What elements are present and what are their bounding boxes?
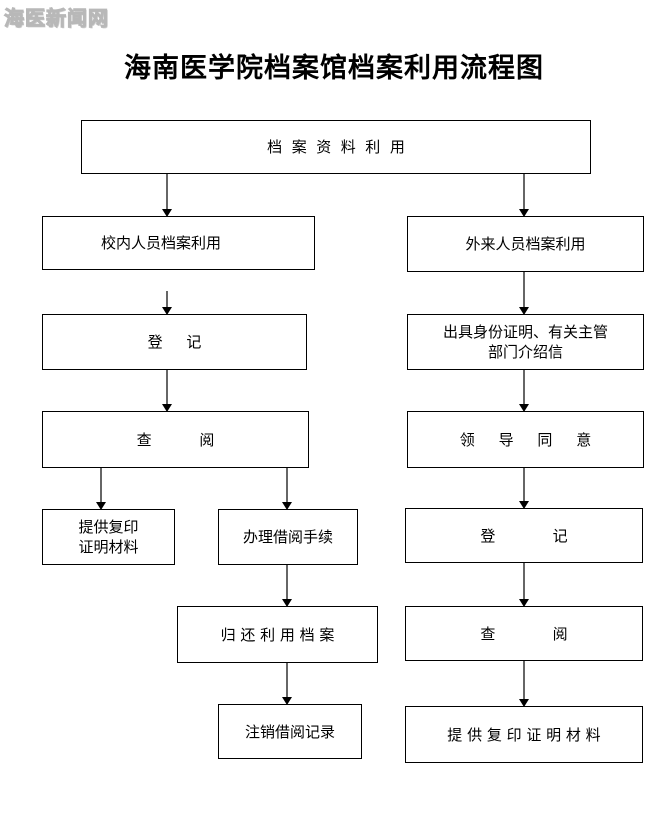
watermark-logo: 海医新闻网 xyxy=(4,6,109,31)
box-borrow-procedure-label: 办理借阅手续 xyxy=(242,528,333,546)
box-copy-cert-right-label: 提 供 复 印 证 明 材 料 xyxy=(447,725,601,744)
box-consult-left-label: 查 阅 xyxy=(136,430,215,449)
box-archive-use-label: 档 案 资 料 利 用 xyxy=(267,138,405,156)
box-external-visitors-label: 外来人员档案利用 xyxy=(465,235,586,253)
box-cancel-record-label: 注销借阅记录 xyxy=(244,722,335,741)
box-id-letter-label: 出具身份证明、有关主管 部门介绍信 xyxy=(442,323,608,361)
box-copy-cert-right: 提 供 复 印 证 明 材 料 xyxy=(405,706,643,763)
box-register-right-label: 登 记 xyxy=(480,526,568,545)
box-return-archive-label: 归 还 利 用 档 案 xyxy=(220,625,335,644)
box-consult-left: 查 阅 xyxy=(42,411,309,468)
box-cancel-record: 注销借阅记录 xyxy=(218,704,362,759)
box-id-letter: 出具身份证明、有关主管 部门介绍信 xyxy=(407,314,644,370)
box-approve-label: 领 导 同 意 xyxy=(459,430,592,449)
box-borrow-procedure: 办理借阅手续 xyxy=(218,509,358,565)
box-archive-use: 档 案 资 料 利 用 xyxy=(81,120,591,174)
box-register-left-label: 登 记 xyxy=(147,333,202,351)
box-copy-cert-left-label: 提供复印 证明材料 xyxy=(78,518,139,556)
box-copy-cert-left: 提供复印 证明材料 xyxy=(42,509,175,565)
box-external-visitors: 外来人员档案利用 xyxy=(407,216,644,272)
box-consult-right-label: 查 阅 xyxy=(480,624,568,643)
box-approve: 领 导 同 意 xyxy=(407,411,644,468)
box-register-left: 登 记 xyxy=(42,314,307,370)
box-internal-staff-label: 校内人员档案利用 xyxy=(101,234,222,252)
box-return-archive: 归 还 利 用 档 案 xyxy=(177,606,378,663)
page-title: 海南医学院档案馆档案利用流程图 xyxy=(124,53,544,84)
box-internal-staff: 校内人员档案利用 xyxy=(42,216,315,270)
box-consult-right: 查 阅 xyxy=(405,606,643,661)
box-register-right: 登 记 xyxy=(405,508,643,563)
